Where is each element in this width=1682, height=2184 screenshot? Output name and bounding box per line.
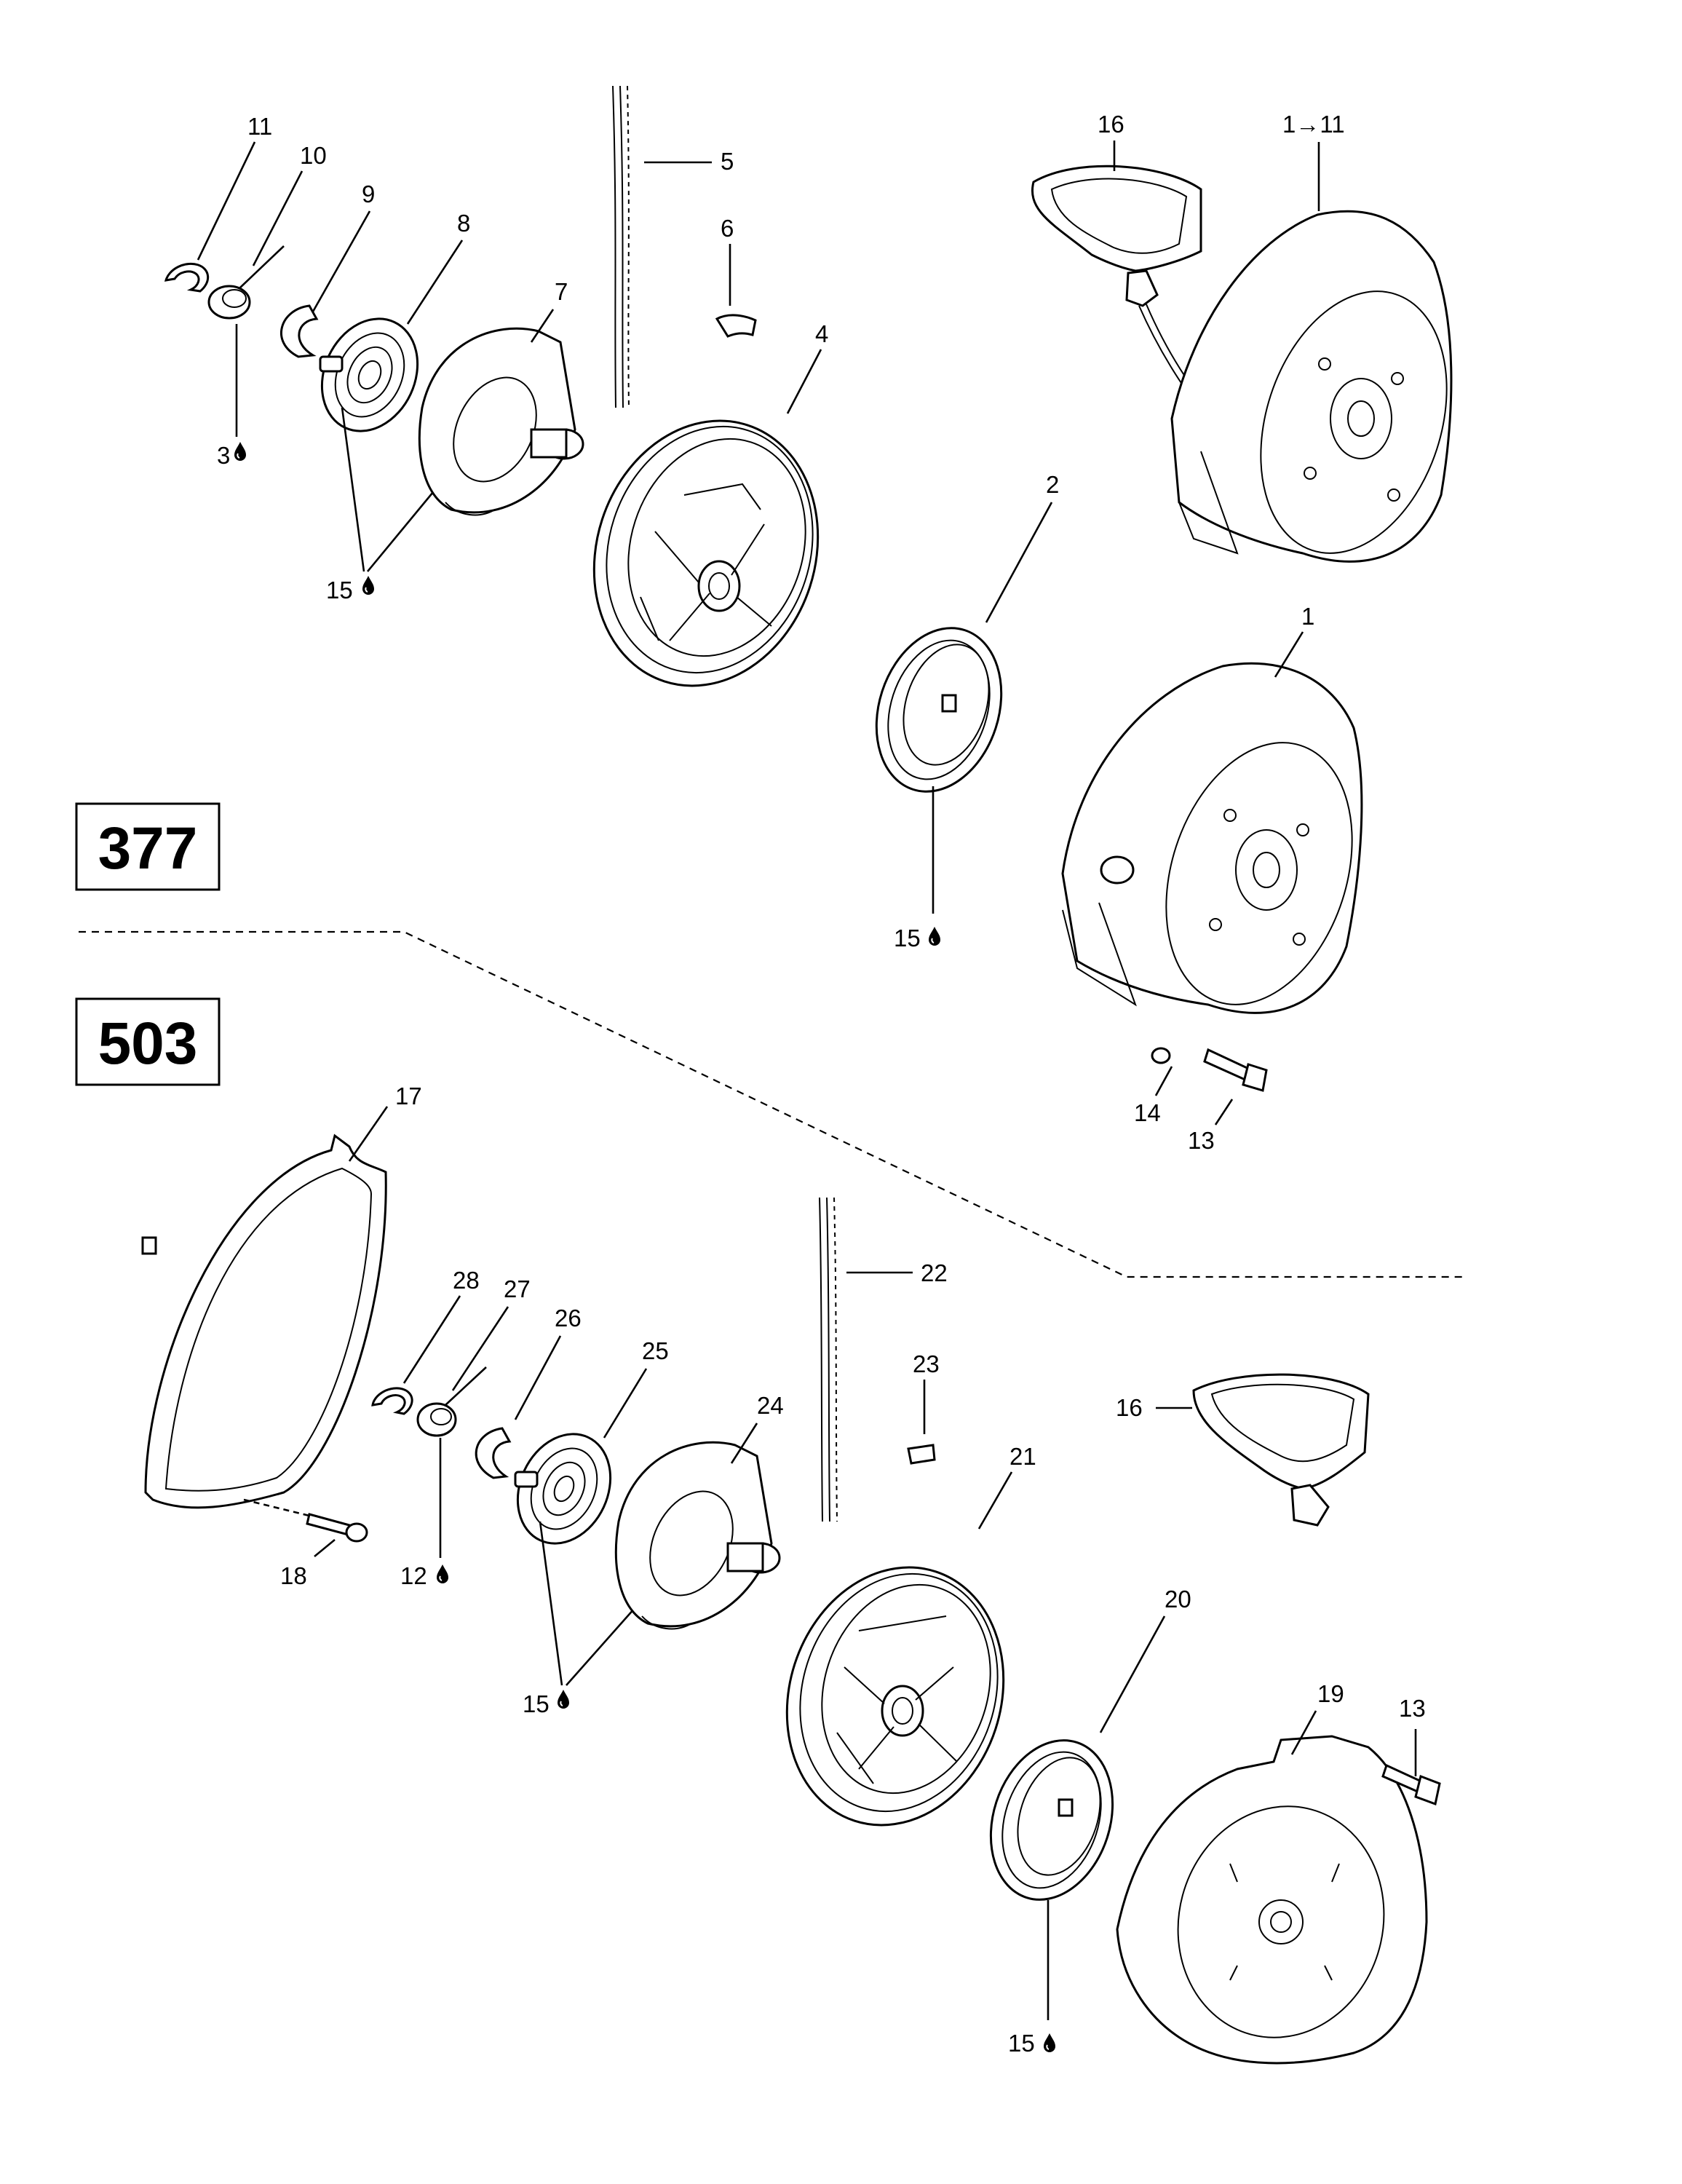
starter-housing-19 [1116,1735,1428,2065]
callout-15-a: 15 [326,577,353,604]
bolt-13-top [1203,1048,1268,1092]
oil-drop-icon [557,1689,570,1709]
callout-15-d: 15 [1008,2030,1035,2057]
callout-14: 14 [1134,1099,1161,1126]
callout-23: 23 [913,1350,940,1377]
callout-5: 5 [721,148,734,175]
oil-drop-icon [362,575,375,596]
callout-16-a: 16 [1098,111,1124,138]
model-377-label: 377 [98,815,198,882]
oil-drop-icon [1043,2033,1056,2053]
callout-25: 25 [642,1337,669,1364]
callout-1: 1 [1301,603,1314,630]
oil-drop-icon [436,1564,449,1584]
pawl-6 [715,314,757,338]
mounting-plate-17 [141,1133,387,1509]
starter-rope-377 [612,85,630,408]
model-503-box: 503 [75,997,221,1086]
callout-26: 26 [555,1305,582,1332]
callout-13-a: 13 [1188,1127,1215,1154]
starter-handle-16-bottom [1192,1373,1370,1527]
spring-cover-20 [989,1739,1114,1901]
starter-housing-1 [1061,662,1363,1014]
callout-20: 20 [1165,1586,1191,1613]
rope-sheave-21 [785,1566,1005,1827]
bolt-18 [306,1513,368,1543]
callout-4: 4 [815,320,828,347]
callout-9: 9 [362,181,375,207]
model-separator-line [79,930,1463,1278]
callout-27: 27 [504,1275,531,1302]
cam-plate-7 [418,327,584,516]
clip-26 [475,1427,512,1479]
callout-19: 19 [1317,1680,1344,1707]
callout-28: 28 [453,1267,480,1294]
model-503-label: 503 [98,1010,198,1077]
retaining-ring-11 [164,262,210,293]
callout-13-b: 13 [1399,1695,1426,1722]
spring-cover-2 [875,627,1003,793]
starter-rope-503 [819,1197,838,1522]
callout-11: 11 [247,113,272,140]
callout-2: 2 [1046,471,1059,498]
recoil-spring-8 [319,317,419,432]
oil-drop-icon [928,926,941,946]
callout-22: 22 [921,1259,948,1286]
callout-15-c: 15 [523,1690,550,1717]
callout-1-11: 1→11 [1282,111,1345,138]
callout-17: 17 [395,1083,422,1109]
callout-10: 10 [300,142,327,169]
callout-6: 6 [721,215,734,242]
callout-7: 7 [555,278,568,305]
oil-drop-icon [234,441,247,462]
callout-24: 24 [757,1392,784,1419]
callout-3: 3 [217,442,230,469]
callout-16-b: 16 [1116,1394,1143,1421]
bolt-13-bottom [1381,1763,1441,1806]
clip-9 [279,304,319,358]
retaining-ring-28 [371,1387,413,1415]
callout-15-b: 15 [894,925,921,951]
recoil-spring-25 [514,1433,612,1545]
cam-plate-24 [614,1441,781,1630]
pawl-23 [907,1444,936,1465]
rope-sheave-4 [592,419,820,687]
washer-14 [1151,1047,1171,1064]
spring-10 [207,245,285,320]
starter-housing-assembly-1-11 [1170,210,1453,563]
model-377-box: 377 [75,802,221,891]
callout-12: 12 [400,1562,427,1589]
callout-21: 21 [1009,1443,1036,1470]
callout-18: 18 [280,1562,307,1589]
spring-27 [416,1366,487,1437]
callout-8: 8 [457,210,470,237]
